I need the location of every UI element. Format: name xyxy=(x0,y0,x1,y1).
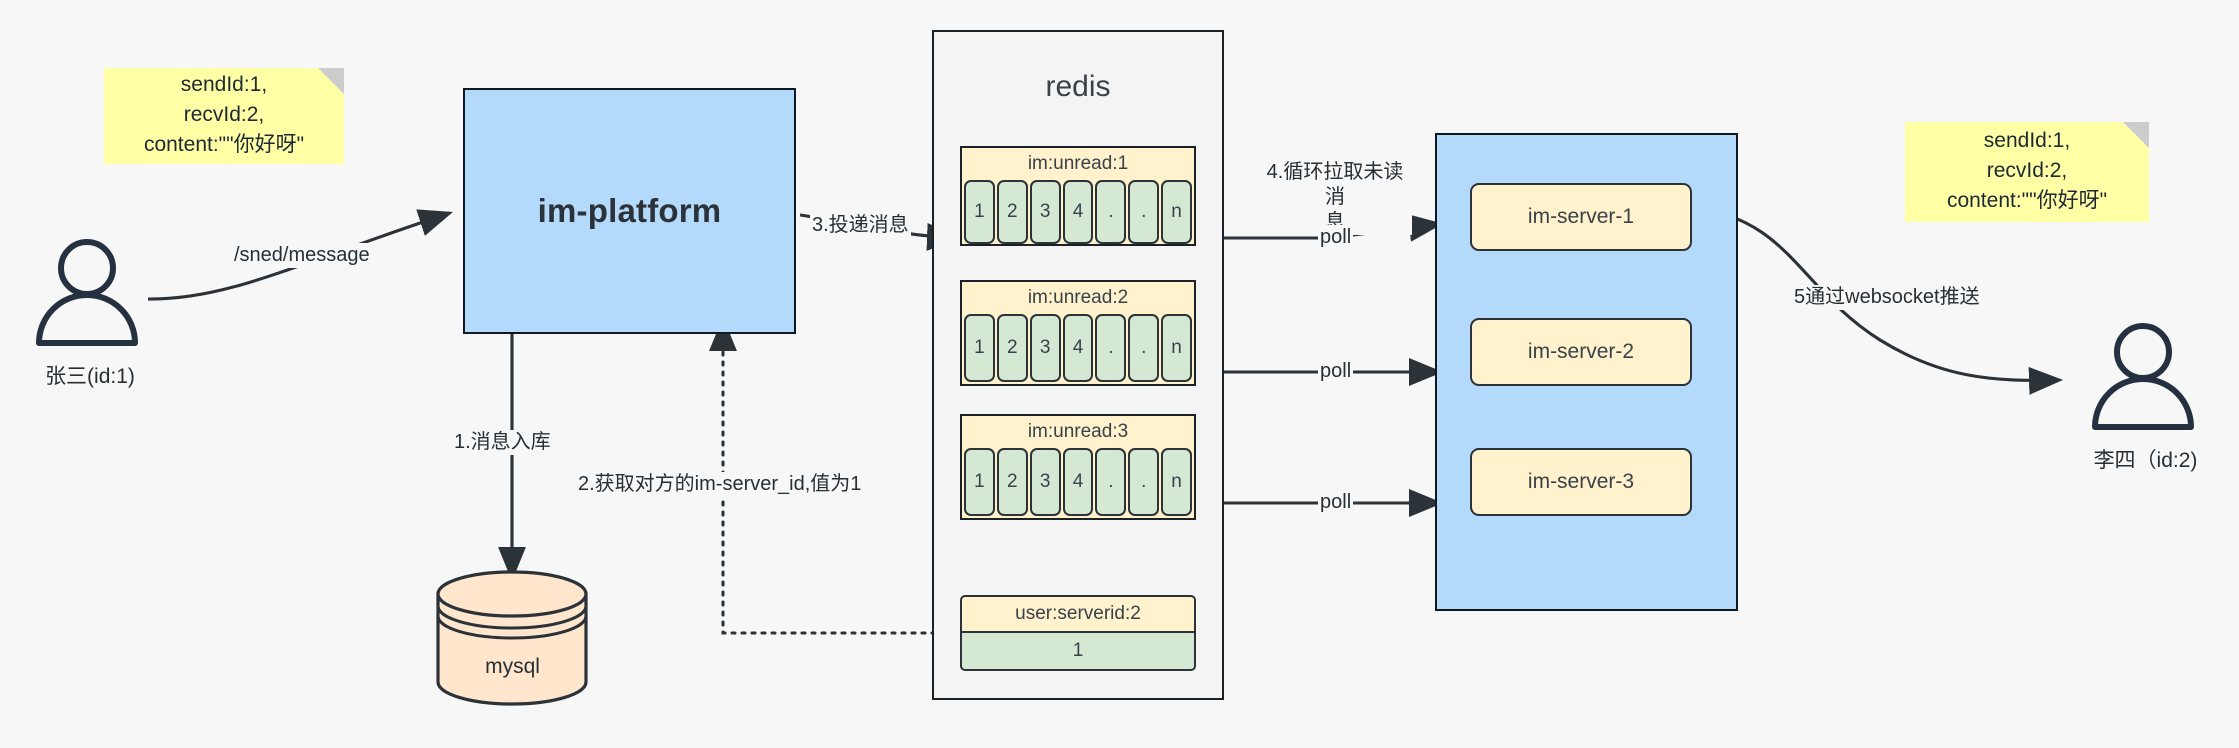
sender-label: 张三(id:1) xyxy=(45,365,135,388)
redis-cell: . xyxy=(1128,448,1160,516)
redis-cell: . xyxy=(1095,180,1127,244)
redis-cell: 1 xyxy=(964,180,995,244)
note-right: sendId:1, recvId:2, content:""你好呀" xyxy=(1905,122,2149,222)
note-right-text: sendId:1, recvId:2, content:""你好呀" xyxy=(1946,129,2108,212)
im-server-1-label: im-server-1 xyxy=(1527,205,1635,228)
redis-cell: . xyxy=(1128,314,1160,382)
redis-list-key: im:unread:2 xyxy=(1027,287,1129,308)
node-im-server-2[interactable]: im-server-2 xyxy=(1470,318,1692,386)
note-left: sendId:1, recvId:2, content:""你好呀" xyxy=(104,68,344,164)
edge-label-poll-3: poll xyxy=(1318,490,1354,515)
redis-list-im-unread-2[interactable]: im:unread:2 1 2 3 4 . . n xyxy=(960,280,1196,386)
redis-cell: 2 xyxy=(996,314,1028,382)
redis-list-key: im:unread:1 xyxy=(1027,153,1129,174)
edge-label-step4: 4.循环拉取未读消 息 xyxy=(1258,160,1412,235)
edge-label-poll-1: poll xyxy=(1318,225,1354,250)
edge-label-step1: 1.消息入库 xyxy=(452,430,553,455)
redis-cell: 3 xyxy=(1029,314,1061,382)
redis-list-im-unread-3[interactable]: im:unread:3 1 2 3 4 . . n xyxy=(960,414,1196,520)
redis-kv-user-serverid[interactable]: user:serverid:2 1 xyxy=(960,595,1196,671)
mysql-label: mysql xyxy=(485,655,540,678)
redis-cell: 1 xyxy=(964,314,995,382)
note-fold-icon xyxy=(2123,122,2149,148)
redis-cell: . xyxy=(1095,448,1127,516)
redis-cell: n xyxy=(1161,180,1193,244)
redis-cell: 3 xyxy=(1029,448,1061,516)
im-server-3-label: im-server-3 xyxy=(1527,470,1635,493)
redis-kv-value: 1 xyxy=(960,633,1196,671)
redis-list-key: im:unread:3 xyxy=(1027,421,1129,442)
redis-cell: n xyxy=(1161,314,1193,382)
redis-cell: n xyxy=(1161,448,1193,516)
redis-cell: 2 xyxy=(996,448,1028,516)
node-im-server-1[interactable]: im-server-1 xyxy=(1470,183,1692,251)
edge-websocket-push xyxy=(1689,205,2064,395)
edge-label-poll-2: poll xyxy=(1318,359,1354,384)
edge-send-message xyxy=(147,209,453,301)
redis-cell: 4 xyxy=(1062,448,1094,516)
user-icon-receiver xyxy=(2092,323,2194,430)
user-icon-sender xyxy=(36,239,138,346)
redis-cell: 4 xyxy=(1062,180,1094,244)
node-im-platform[interactable]: im-platform xyxy=(463,88,796,334)
redis-list-im-unread-1[interactable]: im:unread:1 1 2 3 4 . . n xyxy=(960,146,1196,246)
redis-title: redis xyxy=(1045,70,1111,103)
redis-cell: . xyxy=(1095,314,1127,382)
redis-cell: 4 xyxy=(1062,314,1094,382)
edge-label-send-message: /sned/message xyxy=(232,243,372,268)
redis-cell: . xyxy=(1128,180,1160,244)
node-mysql[interactable] xyxy=(430,570,595,710)
im-platform-label: im-platform xyxy=(537,192,722,229)
receiver-label: 李四（id:2) xyxy=(2093,449,2198,472)
note-left-text: sendId:1, recvId:2, content:""你好呀" xyxy=(143,73,305,156)
edge-label-step2: 2.获取对方的im-server_id,值为1 xyxy=(576,472,864,497)
edge-fetch-serverid xyxy=(709,316,957,635)
node-im-server-3[interactable]: im-server-3 xyxy=(1470,448,1692,516)
edge-label-step3: 3.投递消息 xyxy=(810,213,911,238)
note-fold-icon xyxy=(318,68,344,94)
redis-cell: 1 xyxy=(964,448,995,516)
edge-label-step5: 5通过websocket推送 xyxy=(1792,285,1982,310)
redis-cell: 2 xyxy=(996,180,1028,244)
redis-cell: 3 xyxy=(1029,180,1061,244)
redis-kv-key: user:serverid:2 xyxy=(960,595,1196,633)
im-server-2-label: im-server-2 xyxy=(1527,340,1635,363)
